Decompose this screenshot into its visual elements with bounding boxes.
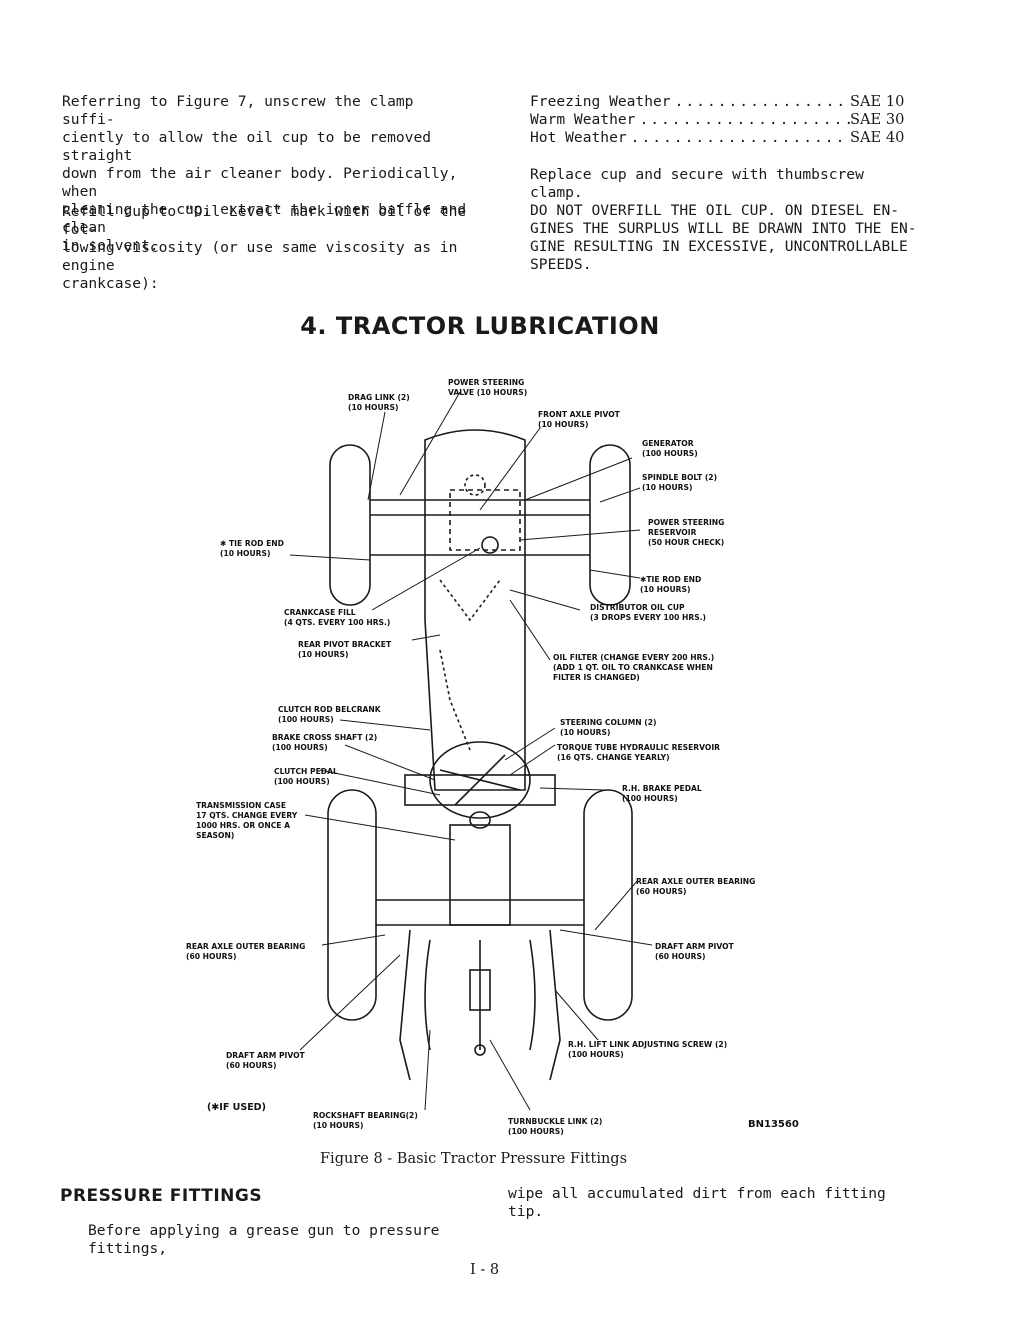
front-left-tire — [329, 444, 371, 606]
label-power-steering-reservoir: POWER STEERING RESERVOIR (50 HOUR CHECK) — [648, 518, 725, 547]
viscosity-value: SAE 30 — [850, 111, 905, 128]
label-rear-pivot-bracket: REAR PIVOT BRACKET (10 HOURS) — [298, 640, 392, 659]
viscosity-label: Hot Weather — [530, 129, 627, 146]
viscosity-row-hot: Hot Weather ............................… — [530, 129, 910, 147]
label-crankcase-fill: CRANKCASE FILL (4 QTS. EVERY 100 HRS.) — [284, 608, 391, 627]
intro-paragraph-2: Refill cup to "Oil Level" mark with oil … — [62, 203, 467, 292]
label-transmission-case: TRANSMISSION CASE 17 QTS. CHANGE EVERY 1… — [196, 801, 298, 840]
rear-left-tire — [327, 789, 377, 1021]
pressure-fittings-text-right: wipe all accumulated dirt from each fitt… — [508, 1185, 886, 1220]
dot-leader: ................................ — [630, 129, 850, 146]
viscosity-label: Warm Weather — [530, 111, 636, 128]
label-rear-axle-outer-bearing-left: REAR AXLE OUTER BEARING (60 HOURS) — [186, 942, 306, 961]
label-torque-tube-reservoir: TORQUE TUBE HYDRAULIC RESERVOIR (16 QTS.… — [557, 743, 721, 762]
label-power-steering-valve: POWER STEERING VALVE (10 HOURS) — [448, 378, 528, 397]
label-clutch-rod-belcrank: CLUTCH ROD BELCRANK (100 HOURS) — [278, 705, 381, 724]
intro-paragraph-1: Referring to Figure 7, unscrew the clamp… — [62, 93, 467, 254]
dot-leader: ................................ — [639, 111, 850, 128]
label-tie-rod-end-right: ✱TIE ROD END (10 HOURS) — [640, 575, 702, 594]
label-draft-arm-pivot-left: DRAFT ARM PIVOT (60 HOURS) — [226, 1051, 305, 1070]
viscosity-row-warm: Warm Weather ...........................… — [530, 111, 910, 129]
label-clutch-pedal: CLUTCH PEDAL (100 HOURS) — [274, 767, 338, 786]
label-draft-arm-pivot-right: DRAFT ARM PIVOT (60 HOURS) — [655, 942, 734, 961]
label-spindle-bolt: SPINDLE BOLT (2) (10 HOURS) — [642, 473, 718, 492]
viscosity-value: SAE 40 — [850, 129, 905, 146]
label-rh-lift-link-adjusting-screw: R.H. LIFT LINK ADJUSTING SCREW (2) (100 … — [568, 1040, 728, 1059]
viscosity-table: Freezing Weather .......................… — [530, 93, 910, 147]
front-right-tire — [589, 444, 631, 606]
section-title: 4. TRACTOR LUBRICATION — [300, 312, 660, 340]
hood-outline — [424, 429, 526, 791]
label-turnbuckle-link: TURNBUCKLE LINK (2) (100 HOURS) — [508, 1117, 603, 1136]
label-oil-filter: OIL FILTER (CHANGE EVERY 200 HRS.) (ADD … — [553, 653, 715, 682]
label-steering-column: STEERING COLUMN (2) (10 HOURS) — [560, 718, 657, 737]
page-number: I - 8 — [470, 1262, 500, 1278]
viscosity-label: Freezing Weather — [530, 93, 671, 110]
label-brake-cross-shaft: BRAKE CROSS SHAFT (2) (100 HOURS) — [272, 733, 378, 752]
label-rh-brake-pedal: R.H. BRAKE PEDAL (100 HOURS) — [622, 784, 702, 803]
viscosity-value: SAE 10 — [850, 93, 905, 110]
steering-wheel — [429, 741, 531, 819]
pressure-fittings-text-left: Before applying a grease gun to pressure… — [88, 1222, 440, 1257]
pressure-fittings-heading: PRESSURE FITTINGS — [60, 1186, 263, 1206]
label-generator: GENERATOR (100 HOURS) — [642, 439, 698, 458]
replace-cup-paragraph: Replace cup and secure with thumbscrew c… — [530, 166, 917, 273]
label-rockshaft-bearing: ROCKSHAFT BEARING(2) (10 HOURS) — [313, 1111, 418, 1130]
label-distributor-oil-cup: DISTRIBUTOR OIL CUP (3 DROPS EVERY 100 H… — [590, 603, 707, 622]
label-tie-rod-end-left: ✱ TIE ROD END (10 HOURS) — [220, 539, 284, 558]
label-if-used: (✱IF USED) — [207, 1102, 266, 1113]
label-rear-axle-outer-bearing-right: REAR AXLE OUTER BEARING (60 HOURS) — [636, 877, 756, 896]
label-front-axle-pivot: FRONT AXLE PIVOT (10 HOURS) — [538, 410, 620, 429]
figure-caption: Figure 8 - Basic Tractor Pressure Fittin… — [320, 1151, 628, 1167]
viscosity-row-freezing: Freezing Weather .......................… — [530, 93, 910, 111]
label-drag-link: DRAG LINK (2) (10 HOURS) — [348, 393, 410, 412]
dot-leader: ................................ — [674, 93, 850, 110]
rear-right-tire — [583, 789, 633, 1021]
label-figure-code: BN13560 — [748, 1119, 799, 1130]
